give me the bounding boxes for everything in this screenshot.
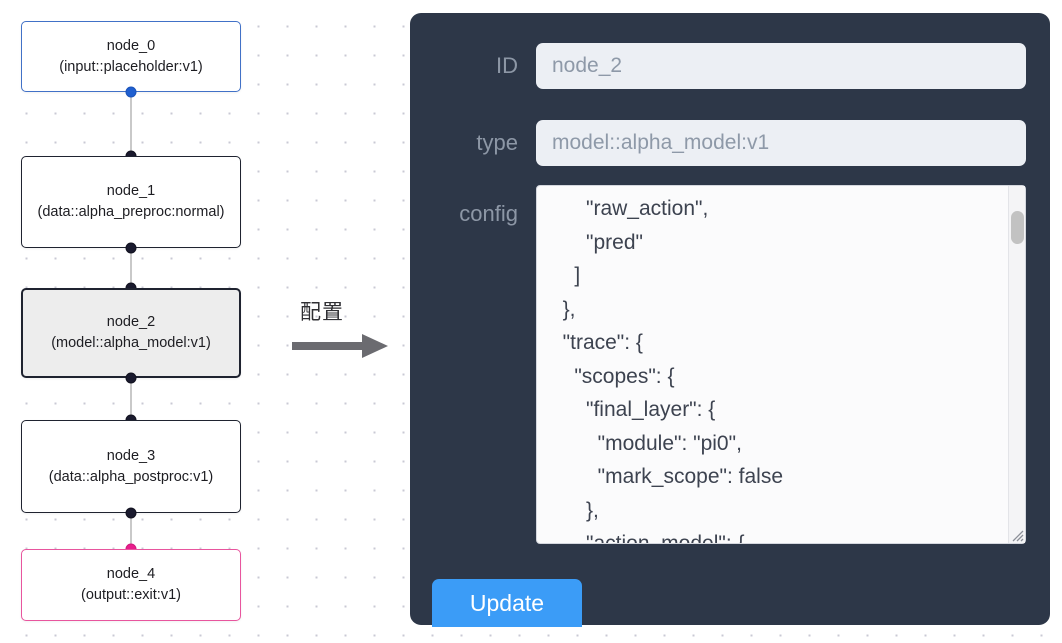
type-field-label: type (476, 130, 518, 155)
flow-arrow-group: 配置 (292, 296, 397, 358)
resize-grip-icon[interactable] (1008, 526, 1024, 542)
graph-node-node_0[interactable]: node_0 (input::placeholder:v1) (21, 21, 241, 92)
edge-node1-node2 (130, 248, 132, 288)
node-subtitle: (model::alpha_model:v1) (51, 335, 211, 351)
node-subtitle: (input::placeholder:v1) (59, 58, 203, 75)
graph-node-node_1[interactable]: node_1 (data::alpha_preproc:normal) (21, 156, 241, 248)
node-subtitle: (output::exit:v1) (81, 587, 181, 603)
id-input[interactable] (536, 43, 1026, 89)
edge-node0-node1 (130, 92, 132, 156)
port-node2-out[interactable] (125, 372, 137, 384)
arrow-label: 配置 (300, 300, 344, 324)
config-field-label: config (459, 201, 518, 226)
port-node3-out[interactable] (125, 507, 137, 519)
node-title: node_0 (106, 37, 156, 54)
config-scrollbar[interactable] (1008, 186, 1025, 543)
config-textarea-wrapper: "raw_action", "pred" ] }, "trace": { "sc… (536, 185, 1026, 544)
graph-node-node_3[interactable]: node_3 (data::alpha_postproc:v1) (21, 420, 241, 513)
config-textarea[interactable]: "raw_action", "pred" ] }, "trace": { "sc… (536, 185, 1026, 544)
node-config-panel: ID type config "raw_action", "pred" ] },… (410, 13, 1050, 627)
id-field-label: ID (496, 53, 518, 78)
update-button[interactable]: Update (432, 579, 582, 627)
node-subtitle: (data::alpha_postproc:v1) (48, 468, 214, 485)
node-title: node_2 (106, 314, 156, 330)
node-title: node_1 (106, 183, 156, 199)
right-arrow-icon (292, 334, 388, 358)
edge-node3-node4 (130, 513, 132, 549)
node-title: node_4 (106, 566, 156, 582)
type-input[interactable] (536, 120, 1026, 166)
graph-node-node_2[interactable]: node_2 (model::alpha_model:v1) (21, 288, 241, 378)
port-node1-out[interactable] (125, 242, 137, 254)
edge-node2-node3 (130, 378, 132, 420)
config-scrollbar-thumb[interactable] (1011, 211, 1024, 244)
node-title: node_3 (106, 447, 156, 464)
port-node0-out[interactable] (125, 86, 137, 98)
node-subtitle: (data::alpha_preproc:normal) (37, 204, 225, 220)
field-row-type: type (410, 120, 1050, 166)
field-row-id: ID (410, 43, 1050, 89)
graph-node-node_4[interactable]: node_4 (output::exit:v1) (21, 549, 241, 621)
field-row-config: config "raw_action", "pred" ] }, "trace"… (410, 185, 1050, 544)
